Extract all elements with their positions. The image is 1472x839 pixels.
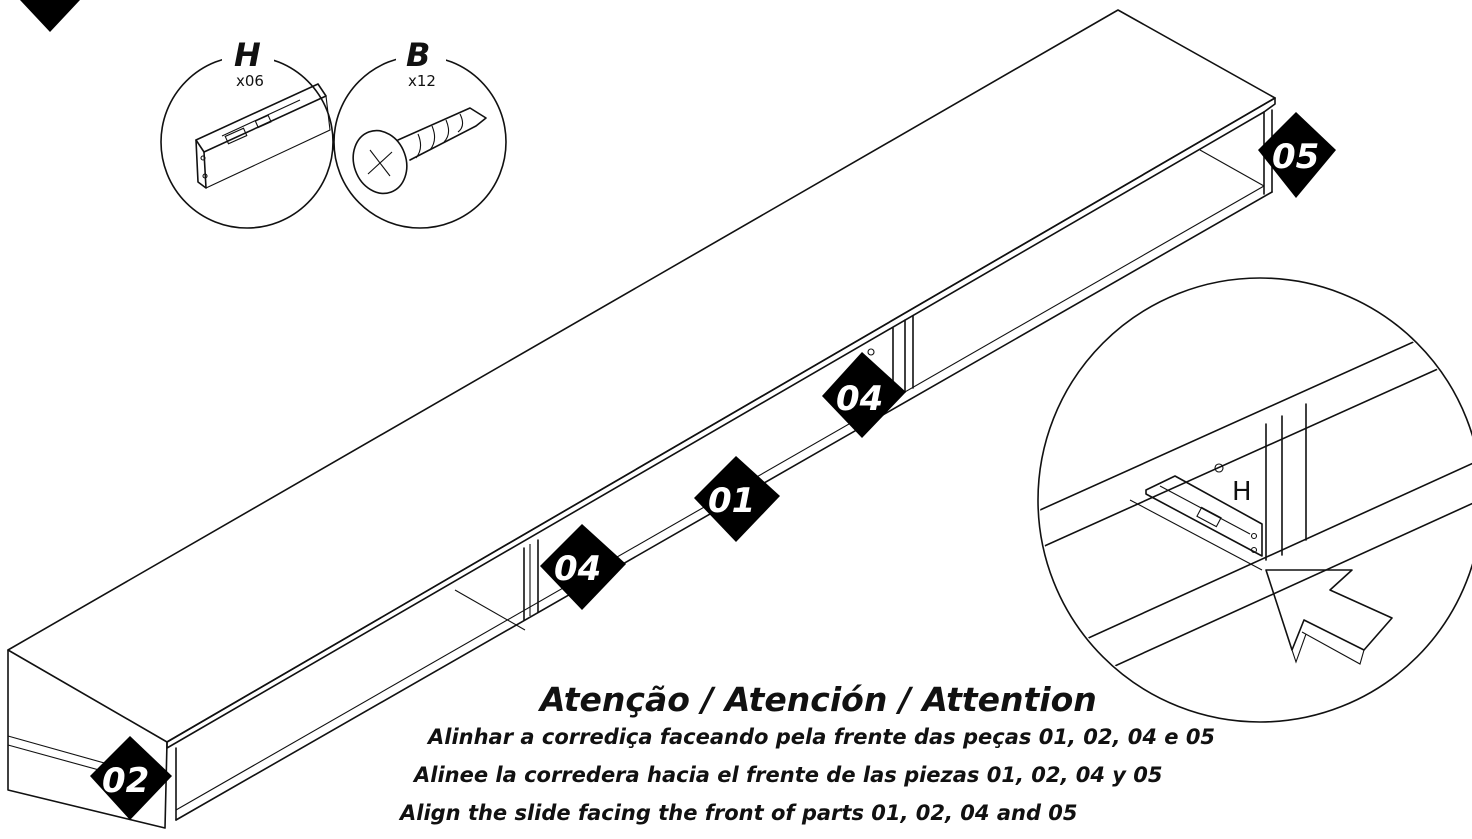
note-line-en: Align the slide facing the front of part… [400, 801, 1078, 825]
part-badge-05: 05 [1258, 112, 1336, 198]
svg-text:01: 01 [708, 481, 755, 521]
note-line-pt: Alinhar a corrediça faceando pela frente… [428, 725, 1216, 749]
part-badge-01: 01 [694, 456, 780, 542]
part-badge-04-right: 04 [822, 352, 906, 438]
detail-label-h: H [1232, 477, 1252, 507]
attention-note: Atenção / Atención / Attention Alinhar a… [380, 680, 1460, 839]
screw-icon [352, 107, 487, 195]
part-badge-02: 02 [90, 736, 172, 820]
hardware-b: B x12 [333, 34, 507, 229]
pointer-arrow-icon [1265, 569, 1393, 651]
svg-text:05: 05 [1272, 137, 1319, 177]
hardware-b-count: x12 [408, 72, 436, 90]
note-line-es: Alinee la corredera hacia el frente de l… [414, 763, 1163, 787]
detail-view: H [1037, 277, 1472, 723]
part-badge-04-left: 04 [540, 524, 626, 610]
note-title: Atenção / Atención / Attention [540, 680, 1097, 719]
hardware-h: H x06 [160, 36, 334, 229]
svg-text:04: 04 [554, 549, 601, 589]
svg-text:02: 02 [102, 761, 149, 801]
hardware-b-letter: B [406, 36, 430, 74]
drawer-slide-icon [195, 83, 331, 189]
hardware-h-letter: H [234, 36, 261, 74]
svg-text:04: 04 [836, 379, 883, 419]
hardware-h-count: x06 [236, 72, 264, 90]
step-marker [20, 0, 80, 32]
